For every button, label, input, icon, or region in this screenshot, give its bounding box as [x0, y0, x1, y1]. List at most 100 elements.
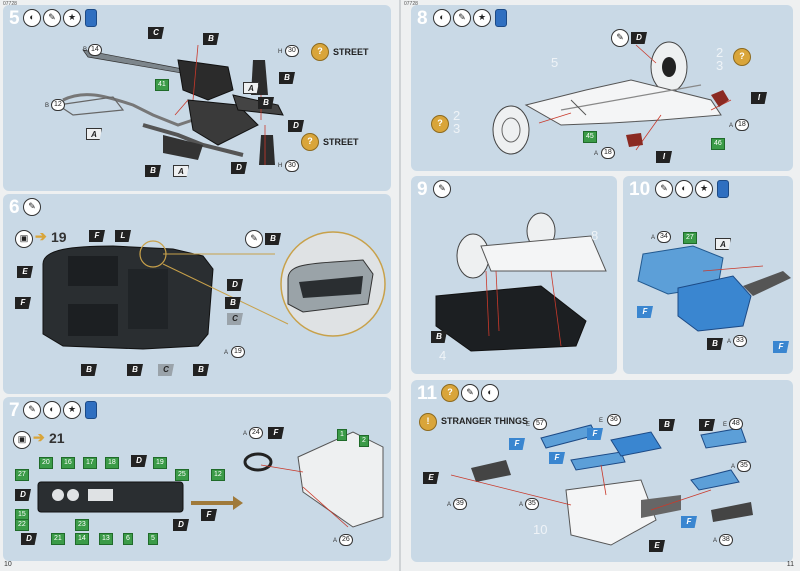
green-part: 22 — [15, 519, 29, 531]
tree-letter: A — [333, 538, 338, 544]
green-part: 16 — [61, 457, 75, 469]
step-8-panel: 8 ◐ ✎ ★ ✎ D 2 3 ? 5 I ? 2 3 A 18 — [411, 5, 793, 171]
part-45-label: 45 — [583, 131, 597, 143]
part-41-label: 41 — [155, 79, 169, 91]
green-part: 6 — [123, 533, 133, 545]
part-35: 35 — [525, 498, 539, 510]
step-number: 7 — [9, 400, 20, 421]
glue-icon: ◐ — [43, 401, 61, 419]
header-code: 07728 — [3, 1, 17, 7]
step-reference: 21 — [49, 430, 65, 446]
exhaust-assembly-drawing — [56, 44, 284, 165]
brush-icon: ✎ — [655, 180, 673, 198]
part-39: 39 — [453, 498, 467, 510]
part-letter-A: A — [715, 238, 731, 250]
engine-gearbox-drawing — [637, 245, 791, 332]
part-letter-L: L — [115, 230, 131, 242]
step-number: 11 — [417, 383, 438, 404]
part-26: 26 — [339, 534, 353, 546]
paint-icon: ★ — [473, 9, 491, 27]
ghost-callout: 3 — [453, 121, 461, 136]
quantity-arrow: ➔ — [33, 429, 45, 445]
green-part: 25 — [175, 469, 189, 481]
page-left: 07728 5 ◐ ✎ ★ C B B 14 H 30 ? ST — [0, 0, 399, 571]
paint-pot-icon — [85, 401, 97, 419]
brush-icon: ✎ — [461, 384, 479, 402]
part-letter-D: D — [173, 519, 189, 531]
part-letter-B: B — [279, 72, 295, 84]
ghost-callout: 8 — [591, 228, 599, 243]
page-right: 07728 8 ◐ ✎ ★ ✎ D 2 3 ? 5 I ? 2 — [401, 0, 800, 571]
tree-letter: A — [729, 123, 734, 129]
paint-icon: ★ — [63, 9, 81, 27]
green-part: 2 — [359, 435, 369, 447]
brush-icon: ✎ — [43, 9, 61, 27]
tree-letter: E — [723, 422, 728, 428]
option-street-label: STREET — [323, 137, 359, 147]
part-letter-A: A — [86, 128, 102, 140]
warning-icon: ! — [419, 413, 437, 431]
part-30: 30 — [285, 160, 299, 172]
tree-letter: A — [224, 350, 229, 356]
kit-icon: ▣ — [13, 431, 31, 449]
part-30: 30 — [285, 45, 299, 57]
part-letter-I: I — [656, 151, 672, 163]
part-35: 35 — [737, 460, 751, 472]
part-letter-E: E — [17, 266, 33, 278]
part-18: 18 — [735, 119, 749, 131]
part-letter-B: B — [659, 419, 675, 431]
part-letter-F: F — [201, 509, 217, 521]
chassis-floor-drawing — [435, 212, 607, 352]
step-5-panel: 5 ◐ ✎ ★ C B B 14 H 30 ? STREET B 41 — [3, 5, 391, 191]
brush-icon: ✎ — [23, 401, 41, 419]
dashboard-drawing — [37, 431, 384, 528]
question-icon: ? — [301, 133, 319, 151]
part-letter-F: F — [587, 428, 603, 440]
green-part: 20 — [39, 457, 53, 469]
part-36: 36 — [607, 414, 621, 426]
tree-letter: A — [713, 538, 718, 544]
part-letter-B: B — [258, 97, 274, 109]
paint-icon: ★ — [695, 180, 713, 198]
part-18: 18 — [601, 147, 615, 159]
part-letter-D: D — [288, 120, 304, 132]
step-7-panel: 7 ✎ ◐ ★ ▣ ➔ 21 A 24 F 1 2 20 16 17 18 D … — [3, 397, 391, 561]
part-letter-C: C — [227, 313, 243, 325]
part-letter-B: B — [145, 165, 161, 177]
tree-letter: A — [243, 431, 248, 437]
step-9-panel: 9 ✎ 8 B 4 — [411, 176, 617, 374]
tree-letter: A — [731, 464, 736, 470]
paint-icon: ★ — [63, 401, 81, 419]
part-57: 57 — [533, 418, 547, 430]
part-letter-A: A — [243, 82, 259, 94]
step-6-panel: 6 ✎ ▣ ➔ 19 F L ✎ B E D F B C A 19 B B C … — [3, 194, 391, 394]
part-letter-F: F — [773, 341, 789, 353]
tree-letter: B — [45, 103, 50, 109]
part-24: 24 — [249, 427, 263, 439]
glue-icon: ◐ — [675, 180, 693, 198]
chassis-drawing — [492, 41, 732, 155]
part-14: 14 — [88, 44, 102, 56]
green-part: 13 — [99, 533, 113, 545]
part-letter-F: F — [268, 427, 284, 439]
part-letter-F: F — [549, 452, 565, 464]
green-part: 21 — [51, 533, 65, 545]
part-letter-D: D — [631, 32, 647, 44]
part-letter-B: B — [203, 33, 219, 45]
part-38: 38 — [719, 534, 733, 546]
paint-pot-icon — [717, 180, 729, 198]
tree-letter: A — [727, 339, 732, 345]
part-letter-D: D — [21, 533, 37, 545]
step-number: 6 — [9, 197, 20, 218]
glue-icon: ◐ — [481, 384, 499, 402]
step-10-panel: 10 ✎ ◐ ★ A 34 27 A F B A 33 F — [623, 176, 793, 374]
part-letter-B: B — [707, 338, 723, 350]
part-letter-D: D — [227, 279, 243, 291]
option-street-label: STREET — [333, 47, 369, 57]
part-letter-B: B — [225, 297, 241, 309]
part-letter-E: E — [649, 540, 665, 552]
part-letter-F: F — [681, 516, 697, 528]
paint-pot-icon — [495, 9, 507, 27]
glue-icon: ◐ — [433, 9, 451, 27]
ghost-callout: 2 — [453, 108, 461, 123]
